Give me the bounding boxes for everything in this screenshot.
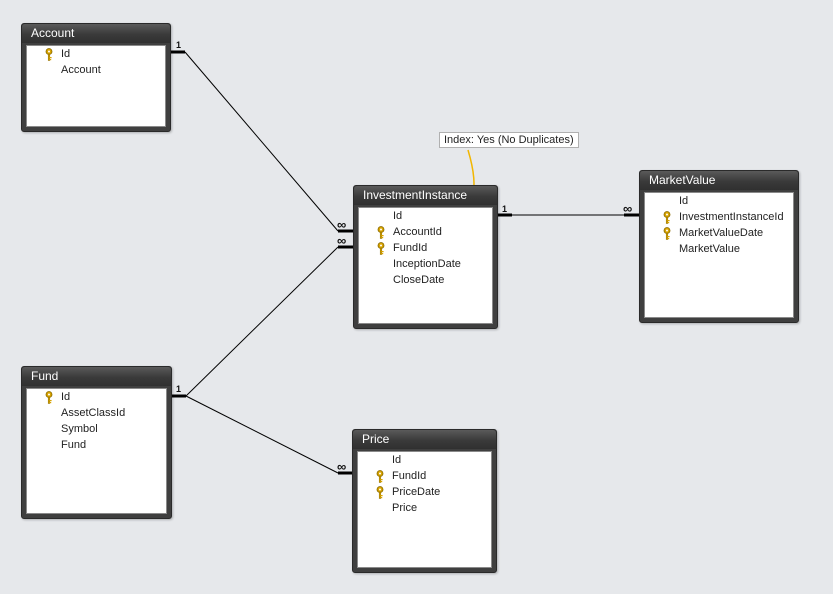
- field-row[interactable]: MarketValueDate: [645, 225, 793, 241]
- field-name: Id: [61, 48, 71, 60]
- cardinality-one-label: 1: [176, 384, 181, 394]
- primary-key-icon: [377, 226, 385, 239]
- field-row[interactable]: FundId: [359, 240, 492, 256]
- cardinality-one-label: 1: [502, 204, 507, 214]
- field-name: Id: [61, 391, 71, 403]
- relationship-fund-investment[interactable]: 1 ∞: [170, 233, 354, 398]
- field-name: CloseDate: [393, 274, 445, 286]
- table-title[interactable]: MarketValue: [640, 171, 798, 190]
- table-title[interactable]: InvestmentInstance: [354, 186, 497, 205]
- field-row[interactable]: Symbol: [27, 421, 166, 437]
- primary-key-icon: [376, 470, 384, 483]
- field-row[interactable]: Price: [358, 500, 491, 516]
- field-name: InvestmentInstanceId: [679, 211, 784, 223]
- primary-key-icon: [663, 211, 671, 224]
- field-row[interactable]: Id: [645, 193, 793, 209]
- field-name: Id: [679, 195, 689, 207]
- primary-key-icon: [663, 227, 671, 240]
- field-row[interactable]: Id: [358, 452, 491, 468]
- field-row[interactable]: AccountId: [359, 224, 492, 240]
- field-row[interactable]: FundId: [358, 468, 491, 484]
- primary-key-icon: [377, 242, 385, 255]
- field-name: Fund: [61, 439, 87, 451]
- field-row[interactable]: Id: [27, 389, 166, 405]
- field-name: AccountId: [393, 226, 442, 238]
- field-name: FundId: [393, 242, 428, 254]
- field-row[interactable]: InvestmentInstanceId: [645, 209, 793, 225]
- field-name: FundId: [392, 470, 427, 482]
- field-name: Id: [392, 454, 402, 466]
- cardinality-many-label: ∞: [337, 233, 346, 248]
- field-row[interactable]: Id: [27, 46, 165, 62]
- field-name: InceptionDate: [393, 258, 461, 270]
- primary-key-icon: [376, 486, 384, 499]
- field-row[interactable]: InceptionDate: [359, 256, 492, 272]
- field-row[interactable]: PriceDate: [358, 484, 491, 500]
- field-name: Account: [61, 64, 101, 76]
- field-row[interactable]: MarketValue: [645, 241, 793, 257]
- field-row[interactable]: Id: [359, 208, 492, 224]
- field-name: AssetClassId: [61, 407, 126, 419]
- field-row[interactable]: Account: [27, 62, 165, 78]
- field-row[interactable]: AssetClassId: [27, 405, 166, 421]
- cardinality-one-label: 1: [176, 40, 181, 50]
- cardinality-many-label: ∞: [337, 217, 346, 232]
- primary-key-icon: [45, 391, 53, 404]
- table-title[interactable]: Fund: [22, 367, 171, 386]
- index-tooltip: Index: Yes (No Duplicates): [439, 132, 579, 148]
- field-name: Id: [393, 210, 403, 222]
- field-row[interactable]: CloseDate: [359, 272, 492, 288]
- primary-key-icon: [45, 48, 53, 61]
- relationship-investment-marketvalue[interactable]: 1 ∞: [496, 201, 640, 217]
- cardinality-many-label: ∞: [337, 459, 346, 474]
- table-title[interactable]: Price: [353, 430, 496, 449]
- relationship-fund-price[interactable]: ∞: [185, 395, 354, 475]
- field-name: PriceDate: [392, 486, 441, 498]
- relationship-account-investment[interactable]: 1 ∞: [169, 40, 354, 233]
- table-title[interactable]: Account: [22, 24, 170, 43]
- field-name: MarketValueDate: [679, 227, 764, 239]
- field-name: Symbol: [61, 423, 98, 435]
- field-row[interactable]: Fund: [27, 437, 166, 453]
- field-name: Price: [392, 502, 418, 514]
- field-name: MarketValue: [679, 243, 740, 255]
- cardinality-many-label: ∞: [623, 201, 632, 216]
